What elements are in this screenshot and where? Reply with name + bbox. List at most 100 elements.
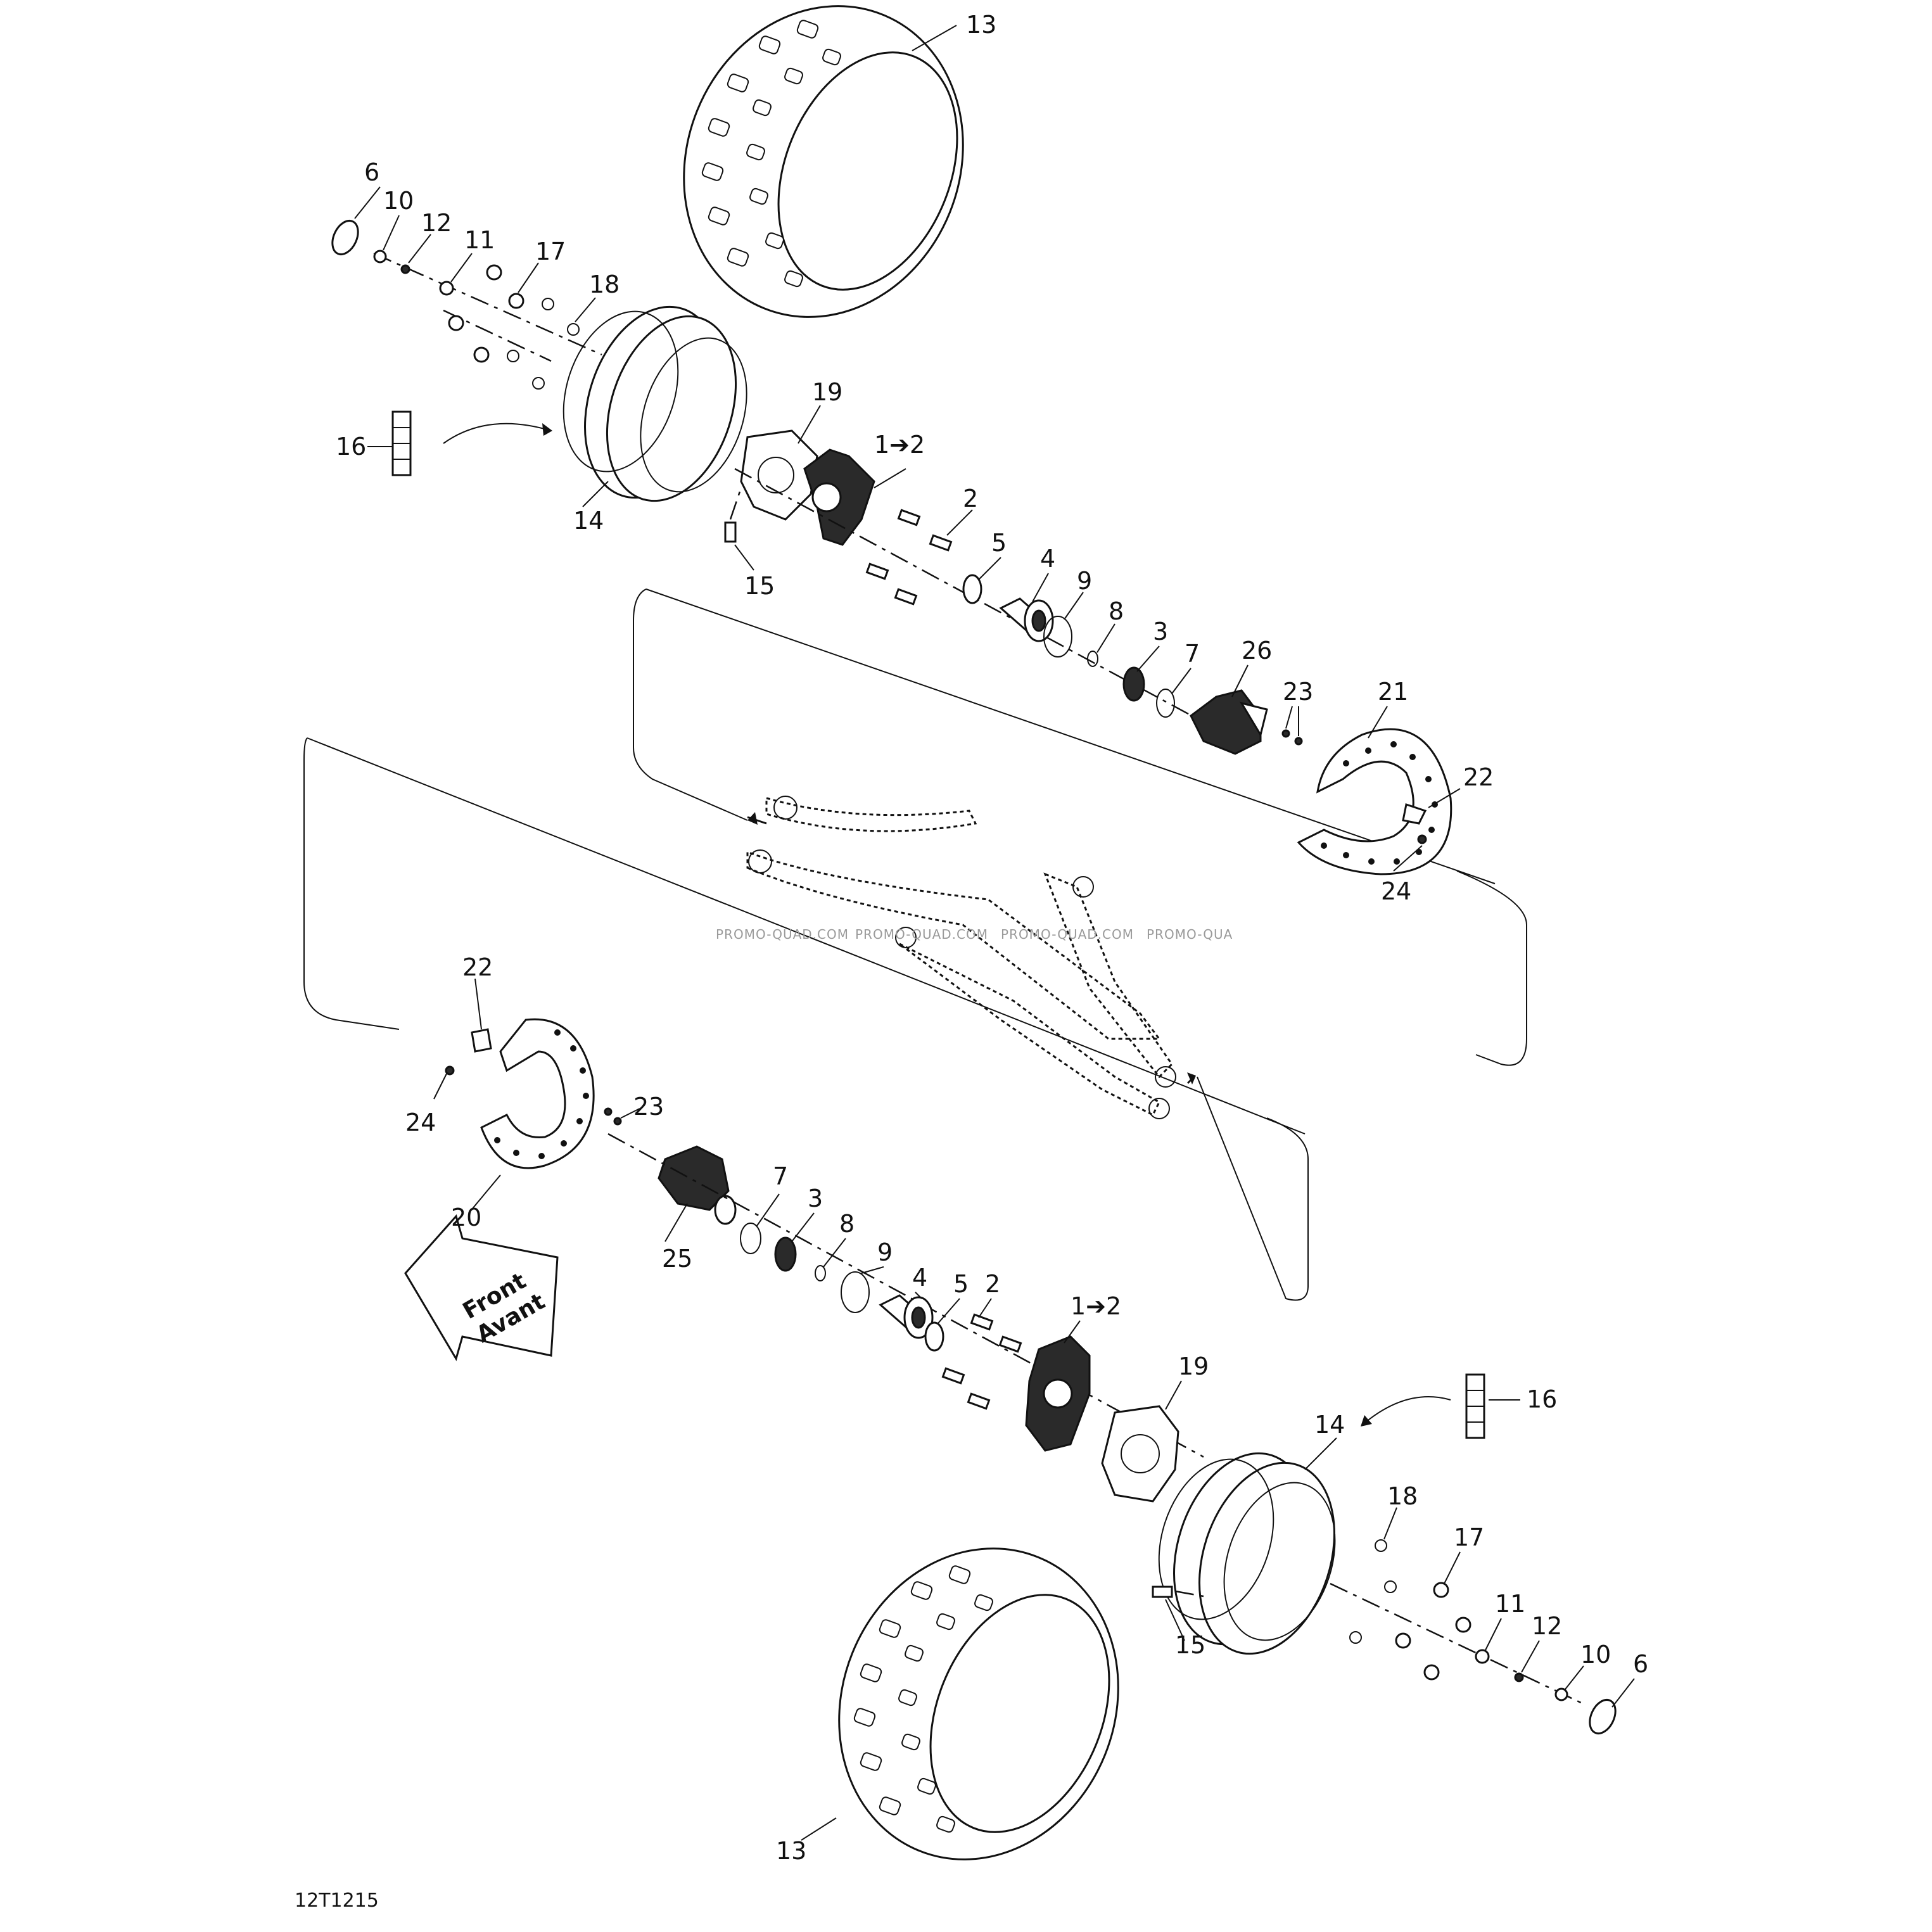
bottom-tire (838, 1548, 1119, 1860)
bottom-seal-3-icon (774, 1236, 797, 1272)
top-bearing-4-icon (999, 597, 1054, 642)
callout-5-top: 5 (991, 529, 1007, 557)
callout-24-bottom: 24 (405, 1109, 436, 1136)
bottom-hardware (1152, 1373, 1617, 1734)
bottom-bearing-4-icon (879, 1294, 934, 1339)
callout-19-bottom: 19 (1178, 1352, 1209, 1380)
top-valve-15-icon (724, 487, 742, 543)
callout-22-top: 22 (1463, 763, 1494, 791)
bottom-hub-25 (607, 1133, 1204, 1458)
callout-4-bottom: 4 (912, 1264, 927, 1292)
callout-17-top: 17 (535, 238, 566, 265)
bottom-bolt-24-icon (445, 1065, 455, 1076)
top-seal-3-icon (1122, 666, 1145, 702)
front-direction-arrow: Front Avant (404, 1214, 559, 1361)
drawing-code: 12T1215 (295, 1890, 379, 1912)
callout-13-top: 13 (966, 11, 996, 39)
bottom-screw-23a-icon (604, 1107, 613, 1116)
callout-8-bottom: 8 (839, 1210, 855, 1238)
callout-1to2-bottom: 1➔2 (1071, 1292, 1121, 1320)
top-ring-9-icon (1043, 616, 1072, 658)
bottom-rim (1158, 1452, 1336, 1655)
top-bolt-10-icon (373, 250, 387, 264)
leader-lines (354, 25, 1635, 1841)
bottom-bracket-22-icon (471, 1028, 492, 1053)
callout-23-bottom: 23 (633, 1093, 664, 1121)
top-rim (562, 305, 747, 502)
top-brake-gasket-19 (740, 429, 818, 521)
callout-1to2-top: 1➔2 (874, 431, 925, 459)
callout-18-bottom: 18 (1387, 1482, 1418, 1510)
top-tire (683, 5, 964, 318)
callout-11-bottom: 11 (1495, 1590, 1525, 1618)
callout-6-top: 6 (364, 158, 379, 186)
bottom-bolt-10-icon (1554, 1687, 1568, 1701)
callout-13-bottom: 13 (776, 1837, 806, 1865)
callout-4-top: 4 (1040, 545, 1055, 573)
callout-3-bottom: 3 (808, 1185, 823, 1212)
bottom-washer-12-icon (1514, 1672, 1524, 1682)
callout-12-bottom: 12 (1532, 1612, 1562, 1640)
top-washer-12-icon (400, 264, 410, 274)
callout-15-bottom: 15 (1175, 1631, 1205, 1659)
callout-23-top: 23 (1283, 678, 1313, 706)
callouts-bottom: 22 24 23 20 7 3 8 25 9 4 5 2 1➔2 19 16 1… (405, 953, 1648, 1865)
callout-7-top: 7 (1185, 640, 1200, 668)
callout-9-bottom: 9 (877, 1238, 893, 1266)
callout-24-top: 24 (1381, 877, 1411, 905)
callout-10-top: 10 (383, 187, 414, 215)
top-washer-18-icon (567, 323, 580, 336)
callout-14-bottom: 14 (1314, 1411, 1345, 1439)
top-bearing-stack (962, 574, 1175, 718)
bottom-knuckle (941, 1313, 1091, 1452)
suspension-frame (746, 796, 1196, 1119)
callout-18-top: 18 (589, 270, 620, 298)
top-ring-8-icon (1087, 651, 1098, 667)
watermark-4: PROMO-QUA (1147, 927, 1233, 942)
bottom-spacer-5-icon (924, 1321, 944, 1352)
assembly-frame-upper (633, 588, 1527, 1066)
top-cap-6-icon (331, 220, 359, 255)
top-brake-disc-21 (1297, 728, 1452, 875)
callout-15-top: 15 (744, 572, 775, 600)
callout-5-bottom: 5 (953, 1270, 969, 1298)
callout-19-top: 19 (812, 378, 842, 406)
assembly-frame-lower (303, 737, 1309, 1301)
bottom-cap-6-icon (1589, 1699, 1617, 1734)
bottom-brake-disc-20 (445, 1018, 622, 1169)
callout-14-top: 14 (573, 507, 604, 535)
bottom-bearing-stack (740, 1223, 944, 1352)
callout-2-top: 2 (963, 485, 978, 512)
callouts-top: 13 6 10 12 11 17 18 19 1➔2 2 16 14 15 5 … (336, 11, 1494, 905)
callout-11-top: 11 (464, 226, 495, 254)
top-hardware (331, 220, 742, 543)
watermark-1: PROMO-QUAD.COM (716, 927, 849, 942)
callout-6-bottom: 6 (1633, 1650, 1648, 1678)
top-bracket-22-icon (1402, 803, 1427, 825)
bottom-washer-18-icon (1375, 1539, 1387, 1552)
callout-21-top: 21 (1378, 678, 1408, 706)
callout-20-bottom: 20 (451, 1204, 481, 1231)
callout-8-top: 8 (1109, 597, 1124, 625)
watermark: PROMO-QUAD.COM PROMO-QUAD.COM PROMO-QUAD… (716, 927, 1233, 942)
bottom-ring-7-icon (740, 1223, 761, 1254)
watermark-3: PROMO-QUAD.COM (1001, 927, 1134, 942)
callout-25-bottom: 25 (662, 1245, 692, 1273)
callout-12-top: 12 (421, 209, 452, 237)
bottom-nut-17-icon (1433, 1582, 1449, 1598)
bottom-weight-16-icon (1465, 1373, 1485, 1439)
top-washer-11-icon (439, 281, 454, 296)
bottom-brake-gasket-19 (1101, 1405, 1179, 1503)
callout-17-bottom: 17 (1454, 1523, 1484, 1551)
callout-2-bottom: 2 (985, 1270, 1000, 1298)
bottom-ring-8-icon (815, 1265, 826, 1281)
callout-26-top: 26 (1242, 637, 1272, 664)
top-nut-17-icon (508, 293, 524, 309)
callout-10-bottom: 10 (1580, 1641, 1611, 1668)
top-spacer-5-icon (962, 574, 982, 604)
callout-22-bottom: 22 (462, 953, 493, 981)
bottom-valve-15-icon (1152, 1586, 1204, 1598)
top-screw-23a-icon (1281, 729, 1290, 738)
top-ring-7-icon (1156, 689, 1175, 718)
